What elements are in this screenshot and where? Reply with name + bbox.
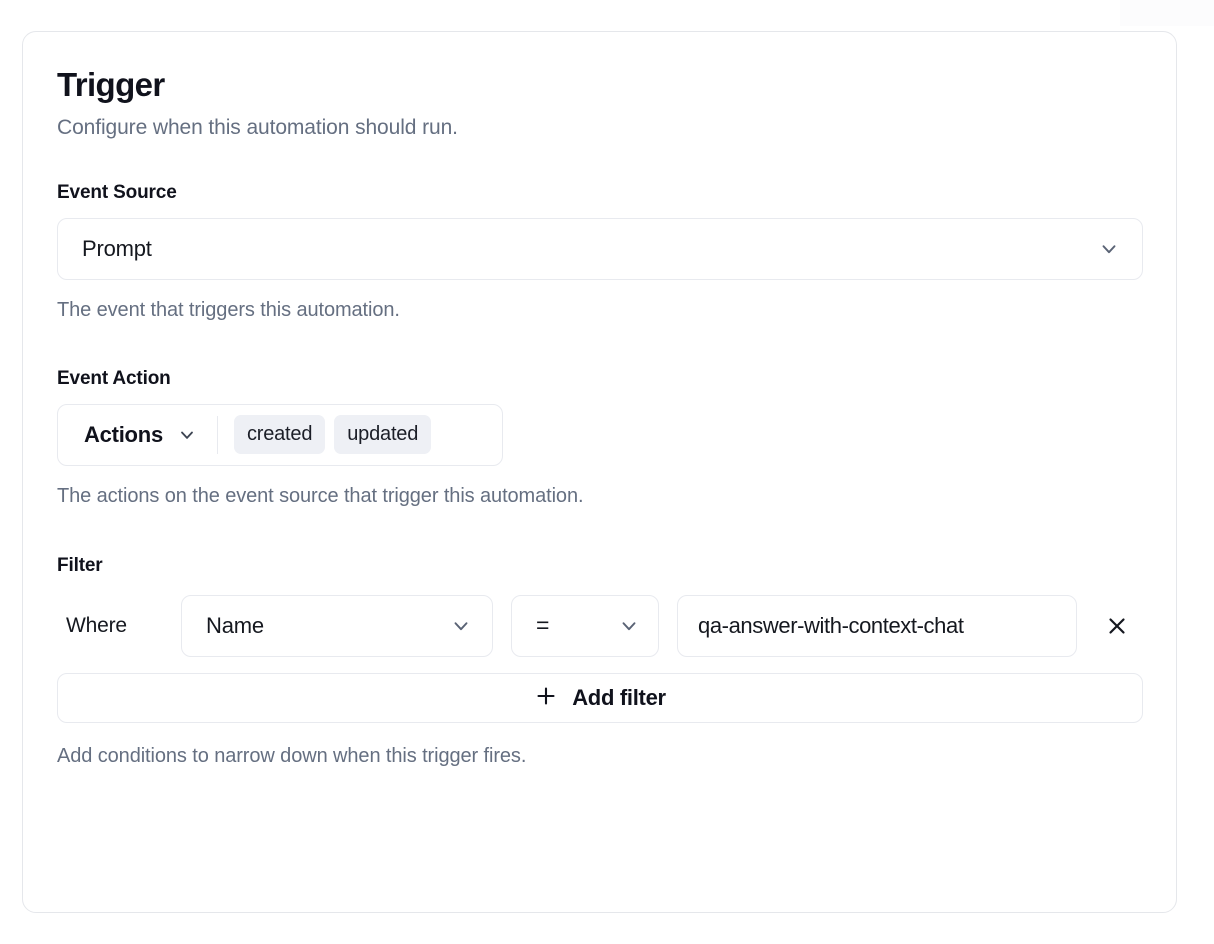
event-action-chips: created updated bbox=[233, 415, 432, 455]
close-icon bbox=[1105, 614, 1129, 638]
chevron-down-icon bbox=[618, 615, 640, 637]
event-action-help: The actions on the event source that tri… bbox=[57, 484, 584, 507]
filter-label: Filter bbox=[57, 554, 103, 576]
event-action-control[interactable]: Actions created updated bbox=[57, 403, 503, 466]
filter-value-text: qa-answer-with-context-chat bbox=[698, 612, 964, 638]
filter-group: Filter Where Name = qa-answer-with-conte… bbox=[57, 554, 1143, 768]
trigger-card: Trigger Configure when this automation s… bbox=[22, 31, 1177, 913]
event-source-value: Prompt bbox=[82, 235, 152, 261]
chevron-down-icon[interactable] bbox=[177, 425, 197, 445]
remove-filter-button[interactable] bbox=[1093, 602, 1141, 650]
event-action-dropdown-value: Actions bbox=[84, 421, 163, 447]
event-source-group: Event Source Prompt The event that trigg… bbox=[57, 181, 1143, 322]
page-subtitle: Configure when this automation should ru… bbox=[57, 115, 458, 139]
filter-value-input[interactable]: qa-answer-with-context-chat bbox=[677, 594, 1077, 657]
filter-operator-select[interactable]: = bbox=[511, 594, 659, 657]
corner-artifact bbox=[1120, 0, 1214, 26]
divider bbox=[216, 415, 218, 454]
event-source-help: The event that triggers this automation. bbox=[57, 298, 400, 321]
filter-operator-value: = bbox=[536, 612, 550, 639]
add-filter-button[interactable]: Add filter bbox=[57, 672, 1143, 723]
chip-created[interactable]: created bbox=[233, 415, 326, 455]
filter-field-value: Name bbox=[206, 612, 264, 638]
where-label: Where bbox=[66, 613, 127, 637]
event-action-label: Event Action bbox=[57, 367, 171, 389]
chip-updated[interactable]: updated bbox=[334, 415, 432, 455]
chevron-down-icon bbox=[450, 615, 472, 637]
add-filter-label: Add filter bbox=[572, 684, 666, 710]
event-action-group: Event Action Actions created updated The… bbox=[57, 368, 1142, 508]
page-title: Trigger bbox=[57, 66, 165, 103]
filter-field-select[interactable]: Name bbox=[181, 594, 493, 657]
event-source-label: Event Source bbox=[57, 181, 177, 203]
plus-icon bbox=[534, 684, 558, 711]
chevron-down-icon bbox=[1098, 238, 1120, 260]
filter-help: Add conditions to narrow down when this … bbox=[57, 744, 527, 767]
event-source-select[interactable]: Prompt bbox=[57, 217, 1143, 280]
filter-row: Where Name = qa-answer-with-context-chat bbox=[57, 594, 1142, 657]
